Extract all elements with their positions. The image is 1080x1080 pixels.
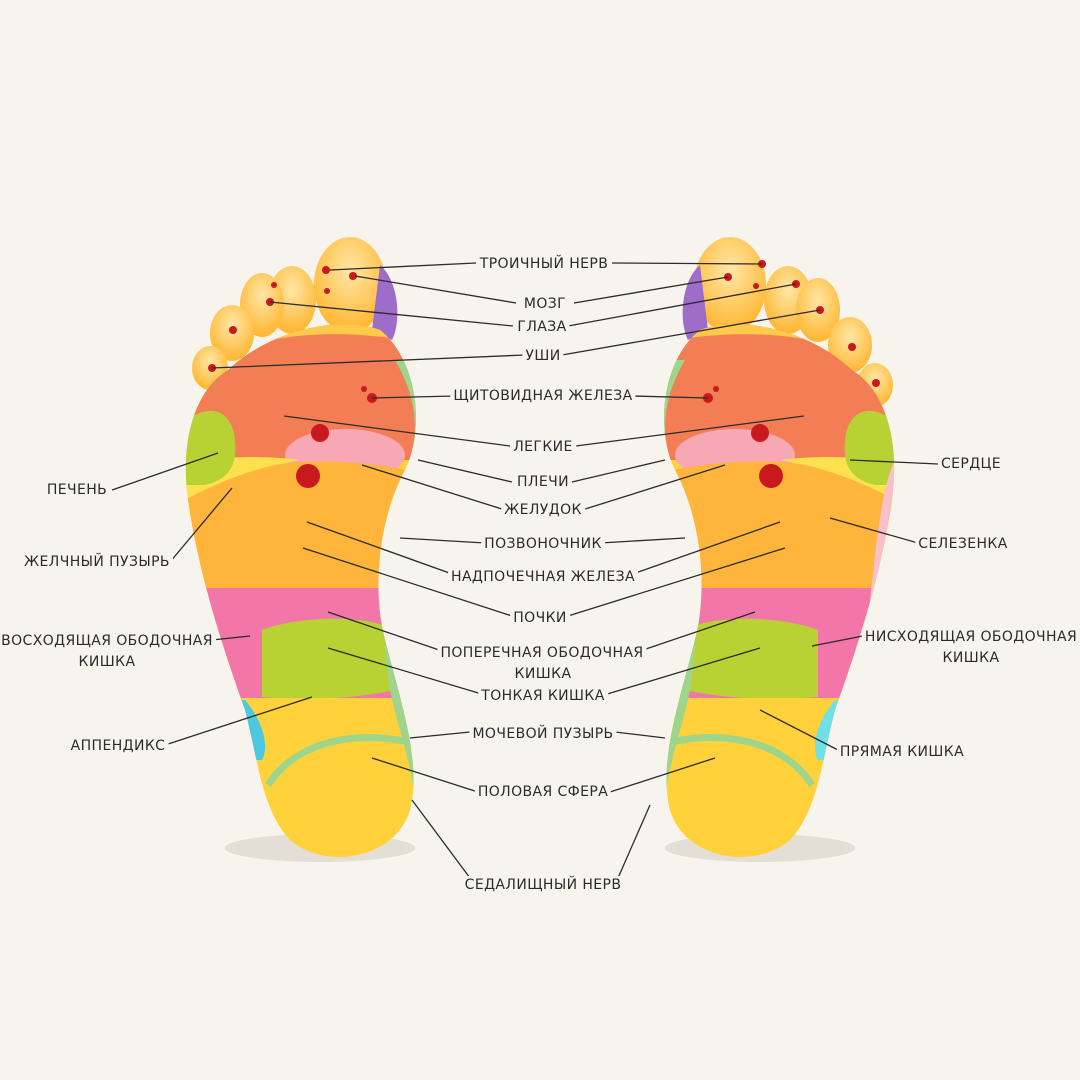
label-appendix: АППЕНДИКС [67, 737, 169, 755]
label-adrenal: НАДПОЧЕЧНАЯ ЖЕЛЕЗА [448, 568, 638, 586]
right-foot [664, 237, 895, 857]
label-brain: МОЗГ [520, 295, 570, 313]
label-transverse-colon-line1: ПОПЕРЕЧНАЯ ОБОДОЧНАЯ [437, 644, 647, 662]
label-eyes: ГЛАЗА [514, 318, 570, 336]
label-descending-colon-line2: КИШКА [939, 649, 1003, 667]
left-trigeminal-zone [372, 265, 398, 340]
label-transverse-colon-line2: КИШКА [511, 665, 575, 683]
label-bladder: МОЧЕВОЙ ПУЗЫРЬ [469, 725, 617, 743]
label-heart: СЕРДЦЕ [937, 455, 1005, 473]
right-heart-zone [844, 410, 895, 485]
left-liver-zone [185, 410, 236, 485]
left-stomach-zone [185, 461, 416, 590]
left-big-toe [314, 237, 386, 333]
label-gallbladder: ЖЕЛЧНЫЙ ПУЗЫРЬ [21, 553, 173, 571]
label-stomach: ЖЕЛУДОК [501, 501, 585, 519]
right-intestine-zone [685, 618, 818, 699]
label-lungs: ЛЕГКИЕ [510, 438, 576, 456]
left-intestine-zone [262, 618, 395, 699]
label-kidneys: ПОЧКИ [510, 609, 570, 627]
label-small-intestine: ТОНКАЯ КИШКА [478, 687, 608, 705]
label-ascending-colon-line2: КИШКА [75, 653, 139, 671]
label-trigeminal-nerve: ТРОИЧНЫЙ НЕРВ [476, 255, 612, 273]
label-shoulders: ПЛЕЧИ [514, 473, 572, 491]
label-thyroid: ЩИТОВИДНАЯ ЖЕЛЕЗА [450, 387, 636, 405]
label-ears: УШИ [522, 347, 564, 365]
label-descending-colon-line1: НИСХОДЯЩАЯ ОБОДОЧНАЯ [861, 628, 1080, 646]
leader-lines [111, 262, 939, 879]
label-sciatic-nerve: СЕДАЛИЩНЫЙ НЕРВ [461, 876, 625, 894]
label-rectum: ПРЯМАЯ КИШКА [836, 743, 968, 761]
label-genital-sphere: ПОЛОВАЯ СФЕРА [474, 783, 612, 801]
label-spine: ПОЗВОНОЧНИК [481, 535, 605, 553]
label-liver: ПЕЧЕНЬ [43, 481, 111, 499]
right-big-toe [694, 237, 766, 333]
label-spleen: СЕЛЕЗЕНКА [915, 535, 1011, 553]
left-foot [185, 237, 416, 857]
label-ascending-colon-line1: ВОСХОДЯЩАЯ ОБОДОЧНАЯ [0, 632, 216, 650]
right-stomach-zone [664, 461, 895, 590]
